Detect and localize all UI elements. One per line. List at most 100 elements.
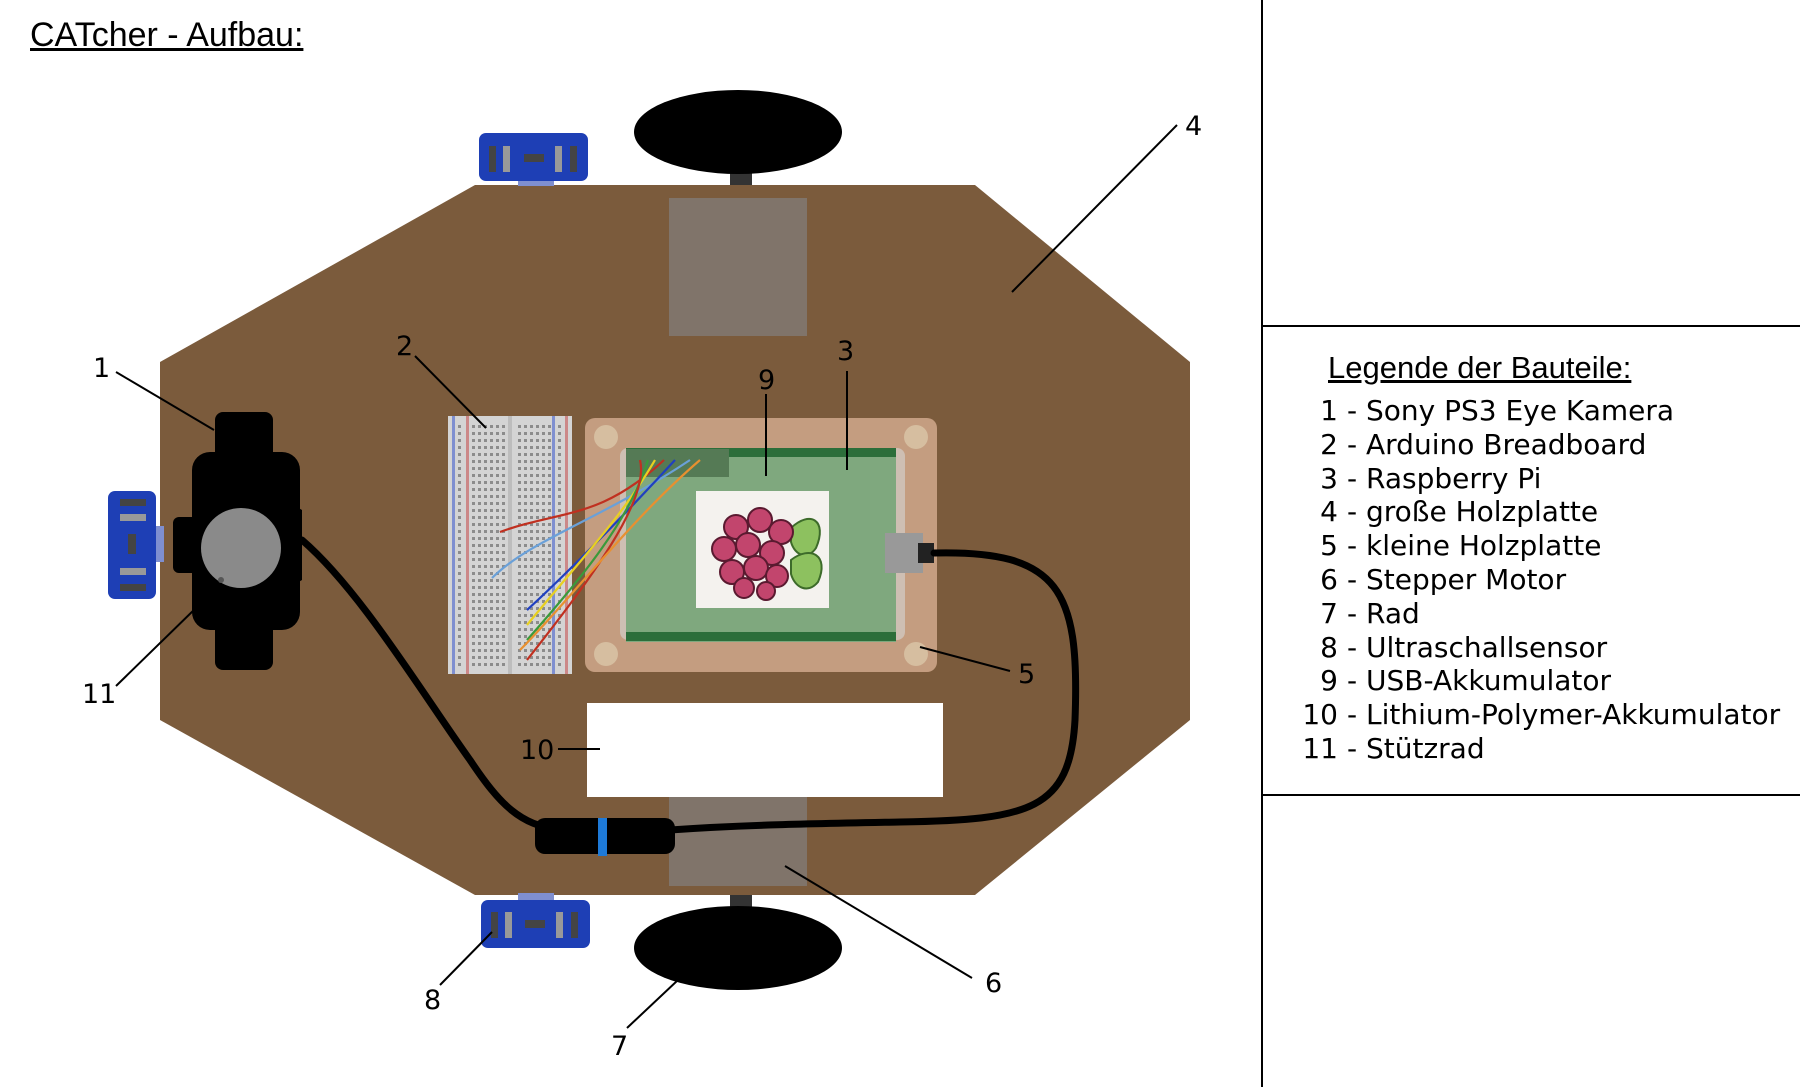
breadboard-hole — [502, 460, 505, 463]
breadboard-hole — [530, 516, 533, 519]
breadboard-hole — [502, 516, 505, 519]
breadboard-hole — [472, 432, 475, 435]
breadboard-hole — [472, 551, 475, 554]
breadboard-hole — [484, 621, 487, 624]
breadboard-hole — [558, 551, 561, 554]
breadboard-hole — [536, 635, 539, 638]
breadboard-hole — [502, 656, 505, 659]
legend-item: 5-kleine Holzplatte — [1300, 529, 1780, 563]
breadboard-hole — [472, 635, 475, 638]
page-title: CATcher - Aufbau: — [30, 16, 304, 54]
legend-item: 7-Rad — [1300, 597, 1780, 631]
breadboard-hole — [472, 439, 475, 442]
breadboard-hole — [496, 474, 499, 477]
breadboard-hole — [530, 586, 533, 589]
breadboard-hole — [502, 614, 505, 617]
breadboard-hole — [472, 523, 475, 526]
breadboard-hole — [524, 495, 527, 498]
breadboard-hole — [458, 551, 461, 554]
breadboard-hole — [542, 656, 545, 659]
breadboard-hole — [542, 628, 545, 631]
stepper-motor-bottom — [669, 796, 807, 886]
breadboard-hole — [484, 530, 487, 533]
breadboard-hole — [484, 495, 487, 498]
breadboard-hole — [536, 649, 539, 652]
breadboard-hole — [536, 502, 539, 505]
arduino-breadboard — [448, 416, 572, 674]
legend-item-label: Lithium-Polymer-Akkumulator — [1366, 698, 1781, 732]
breadboard-hole — [478, 593, 481, 596]
breadboard-hole — [548, 495, 551, 498]
breadboard-hole — [518, 656, 521, 659]
breadboard-hole — [548, 565, 551, 568]
legend-item-label: Sony PS3 Eye Kamera — [1366, 394, 1675, 427]
breadboard-hole — [524, 656, 527, 659]
breadboard-hole — [496, 565, 499, 568]
breadboard-hole — [458, 474, 461, 477]
breadboard-hole — [458, 495, 461, 498]
breadboard-hole — [458, 502, 461, 505]
breadboard-hole — [530, 467, 533, 470]
breadboard-hole — [558, 544, 561, 547]
breadboard-hole — [478, 558, 481, 561]
breadboard-hole — [484, 635, 487, 638]
jumper-wires — [491, 459, 701, 661]
usb-cable — [298, 536, 1080, 856]
breadboard-hole — [458, 453, 461, 456]
breadboard-hole — [478, 656, 481, 659]
legend-item: 4-große Holzplatte — [1300, 495, 1780, 529]
breadboard-hole — [536, 593, 539, 596]
breadboard-hole — [490, 439, 493, 442]
breadboard-hole — [484, 446, 487, 449]
breadboard-hole — [484, 551, 487, 554]
breadboard-hole — [518, 614, 521, 617]
breadboard-hole — [524, 432, 527, 435]
breadboard-hole — [536, 523, 539, 526]
breadboard-hole — [484, 642, 487, 645]
breadboard-hole — [536, 474, 539, 477]
breadboard-hole — [518, 642, 521, 645]
breadboard-hole — [478, 642, 481, 645]
breadboard-hole — [548, 544, 551, 547]
breadboard-hole — [490, 425, 493, 428]
breadboard-hole — [524, 446, 527, 449]
breadboard-hole — [558, 509, 561, 512]
breadboard-hole — [530, 523, 533, 526]
breadboard-hole — [502, 621, 505, 624]
ps3-eye-camera — [173, 412, 302, 670]
breadboard-hole — [542, 649, 545, 652]
breadboard-hole — [558, 523, 561, 526]
breadboard-hole — [472, 565, 475, 568]
breadboard-hole — [496, 579, 499, 582]
breadboard-hole — [496, 495, 499, 498]
breadboard-hole — [484, 502, 487, 505]
breadboard-hole — [530, 579, 533, 582]
breadboard-hole — [530, 460, 533, 463]
breadboard-hole — [518, 635, 521, 638]
breadboard-hole — [502, 502, 505, 505]
breadboard-hole — [518, 607, 521, 610]
breadboard-hole — [490, 474, 493, 477]
stepper-motor-top — [669, 198, 807, 336]
breadboard-hole — [530, 600, 533, 603]
breadboard-hole — [458, 663, 461, 666]
breadboard-hole — [536, 621, 539, 624]
breadboard-hole — [484, 565, 487, 568]
breadboard-hole — [490, 544, 493, 547]
breadboard-hole — [490, 523, 493, 526]
breadboard-hole — [518, 523, 521, 526]
breadboard-hole — [558, 635, 561, 638]
breadboard-hole — [502, 488, 505, 491]
breadboard-hole — [548, 523, 551, 526]
breadboard-hole — [530, 481, 533, 484]
breadboard-hole — [472, 586, 475, 589]
breadboard-hole — [478, 481, 481, 484]
legend-frame — [1261, 0, 1800, 1087]
breadboard-hole — [502, 467, 505, 470]
breadboard-hole — [458, 467, 461, 470]
breadboard-hole — [478, 488, 481, 491]
breadboard-hole — [490, 607, 493, 610]
breadboard-hole — [496, 593, 499, 596]
breadboard-hole — [530, 544, 533, 547]
breadboard-hole — [548, 460, 551, 463]
